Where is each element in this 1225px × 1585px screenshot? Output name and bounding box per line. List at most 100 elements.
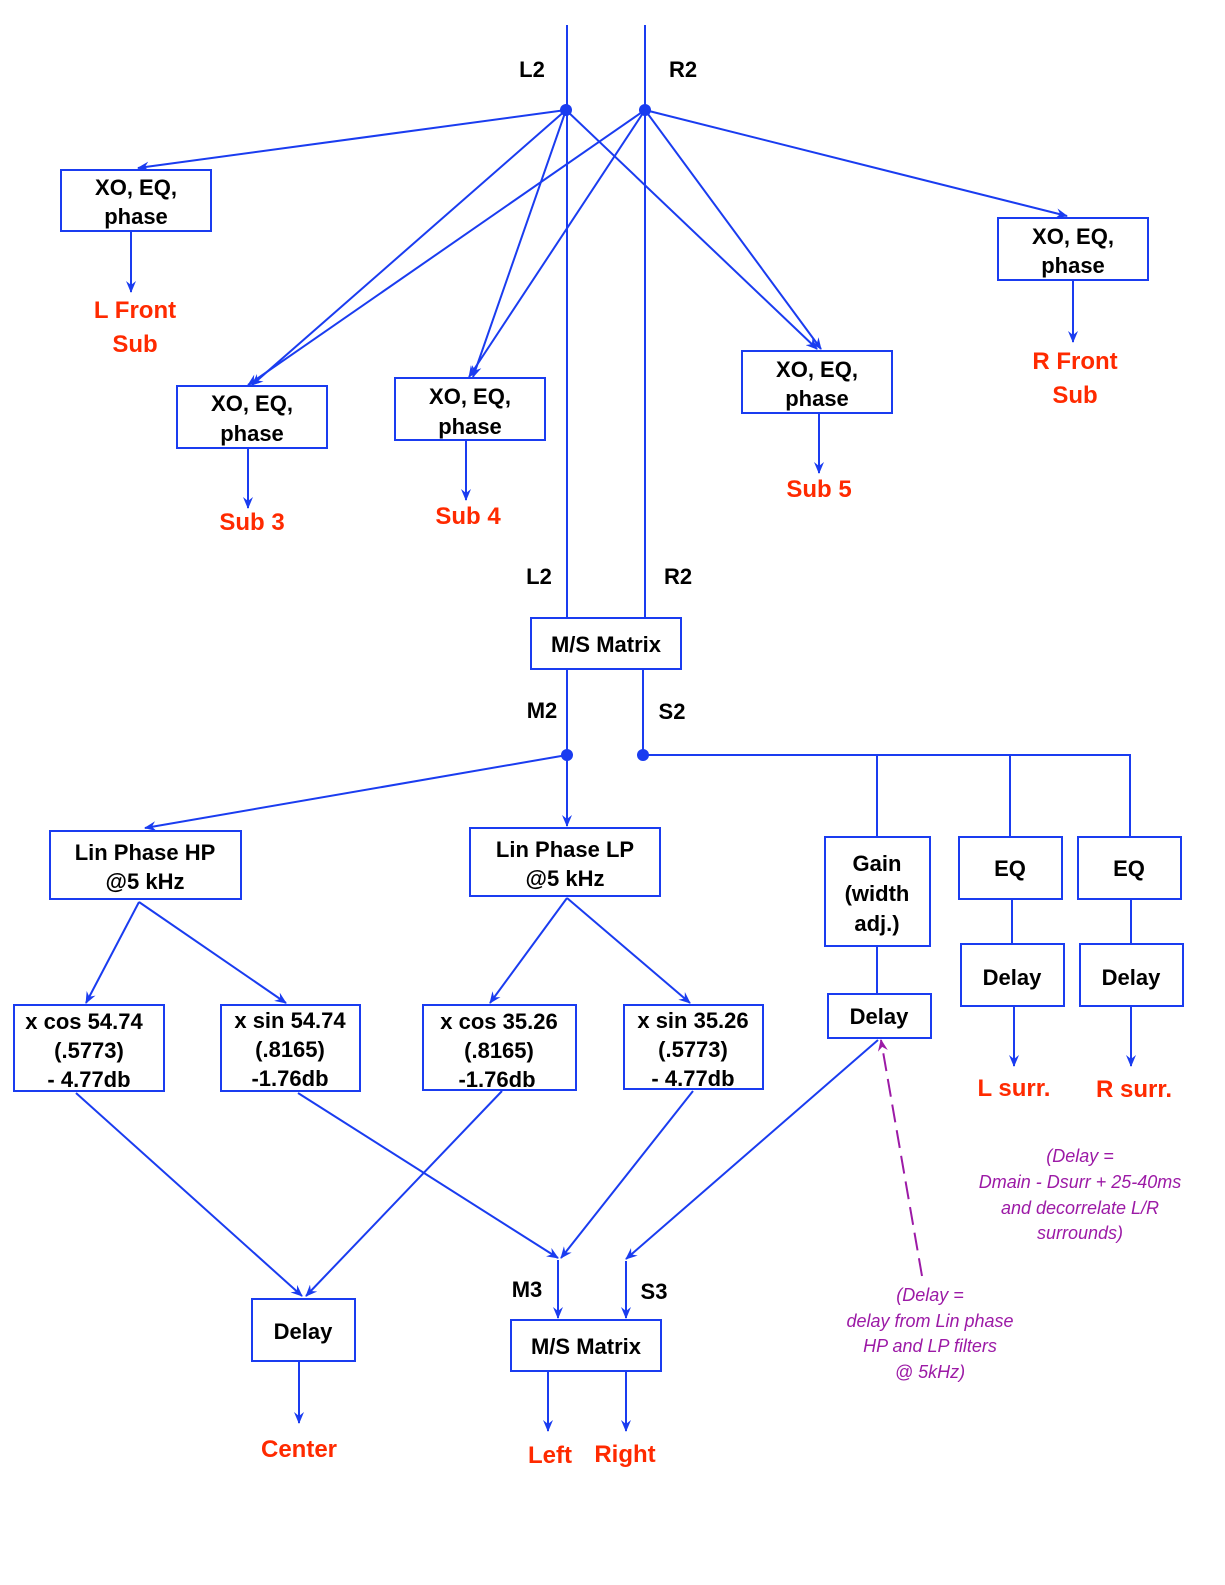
sin5474-to-m3 (297, 1092, 559, 1259)
lin-phase-hp-line-1: Lin Phase HP (75, 840, 216, 865)
s3-label: S3 (641, 1279, 668, 1304)
side-delay-block: Delay (827, 993, 932, 1039)
center-label: Center (261, 1436, 337, 1463)
surround-delay-note: (Delay = Dmain - Dsurr + 25-40ms and dec… (979, 1146, 1182, 1243)
lin-phase-lp-line-1: Lin Phase LP (496, 837, 634, 862)
s2-label: S2 (659, 699, 686, 724)
sub3-label: Sub 3 (219, 509, 284, 536)
m3-label: M3 (512, 1277, 543, 1302)
sin-3526-line-3: - 4.77db (651, 1066, 734, 1091)
eq-r-surr-block: EQ (1077, 836, 1182, 900)
lp-to-sin3526 (566, 897, 691, 1004)
eq-l-label: EQ (994, 856, 1026, 881)
cos3526-to-center (305, 1090, 503, 1297)
sub5-label: Sub 5 (786, 476, 851, 503)
cos-3526-line-1: x cos 35.26 (440, 1009, 557, 1034)
hp-to-cos5474 (85, 901, 140, 1004)
r2-top-label: R2 (669, 57, 697, 82)
sin-5474-line-2: (.8165) (255, 1037, 325, 1062)
cos-5474-line-3: - 4.77db (47, 1067, 130, 1092)
sin-3526-line-2: (.5773) (658, 1037, 728, 1062)
eq-r-label: EQ (1113, 856, 1145, 881)
xo-sub5-line-1: XO, EQ, (776, 357, 858, 382)
sin3526-to-m3 (560, 1090, 694, 1259)
cos-3526-line-3: -1.76db (458, 1067, 535, 1092)
cos-3526-block: x cos 35.26 (.8165) -1.76db (422, 1004, 577, 1092)
s2-bus (643, 754, 1131, 836)
sin-3526-line-1: x sin 35.26 (637, 1008, 748, 1033)
r2-to-sub5 (644, 109, 822, 350)
cos-5474-line-1: x cos 54.74 (25, 1009, 143, 1034)
left-label: Left (528, 1442, 572, 1469)
surround-note-line-2: Dmain - Dsurr + 25-40ms (979, 1172, 1182, 1192)
xo-eq-phase-l-front-block: XO, EQ, phase (60, 169, 212, 232)
ms-matrix-bottom-block: M/S Matrix (510, 1319, 662, 1372)
r-front-sub-label-line-1: R Front (1032, 348, 1117, 375)
gain-line-2: (width (845, 881, 910, 906)
ms-matrix-top-block: M/S Matrix (530, 617, 682, 670)
gain-line-3: adj.) (854, 911, 899, 936)
gain-line-1: Gain (853, 851, 902, 876)
surround-note-line-4: surrounds) (1037, 1223, 1123, 1243)
l-surr-label: L surr. (978, 1075, 1051, 1102)
r2-to-sub3 (247, 109, 646, 386)
sin-5474-block: x sin 54.74 (.8165) -1.76db (220, 1004, 361, 1092)
r-surr-label: R surr. (1096, 1076, 1172, 1103)
xo-r-front-line-2: phase (1041, 253, 1105, 278)
r-front-sub-label-line-2: Sub (1052, 382, 1097, 409)
cos-5474-line-2: (.5773) (54, 1038, 124, 1063)
lin-phase-lp-block: Lin Phase LP @5 kHz (469, 827, 661, 897)
lin-phase-hp-block: Lin Phase HP @5 kHz (49, 830, 242, 900)
r2-mid-label: R2 (664, 564, 692, 589)
cos-3526-line-2: (.8165) (464, 1038, 534, 1063)
center-delay-label: Delay (274, 1319, 333, 1344)
eq-l-surr-block: EQ (958, 836, 1063, 900)
side-note-line-4: @ 5kHz) (895, 1362, 965, 1382)
side-delay-to-s3 (625, 1039, 879, 1260)
xo-l-front-line-1: XO, EQ, (95, 175, 177, 200)
sub4-label: Sub 4 (435, 503, 501, 530)
xo-sub4-line-2: phase (438, 414, 502, 439)
l2-to-sub4 (471, 109, 567, 378)
m2-to-hp (144, 754, 568, 832)
sin-5474-line-3: -1.76db (251, 1066, 328, 1091)
surround-note-line-3: and decorrelate L/R (1001, 1198, 1159, 1218)
l2-to-sub5 (565, 109, 818, 350)
right-label: Right (594, 1441, 655, 1468)
ms-matrix-top-label: M/S Matrix (551, 632, 662, 657)
r2-to-r-front (644, 109, 1068, 219)
delay-r-surr-block: Delay (1079, 943, 1184, 1007)
side-note-line-2: delay from Lin phase (846, 1311, 1013, 1331)
xo-eq-phase-r-front-block: XO, EQ, phase (997, 217, 1149, 281)
l2-top-label: L2 (519, 57, 545, 82)
gain-width-adj-block: Gain (width adj.) (824, 836, 931, 947)
delay-l-surr-label: Delay (983, 965, 1042, 990)
center-delay-block: Delay (251, 1298, 356, 1362)
lp-to-cos3526 (489, 897, 568, 1004)
xo-l-front-line-2: phase (104, 204, 168, 229)
side-note-line-1: (Delay = (896, 1285, 964, 1305)
l-front-sub-label-line-1: L Front (94, 297, 176, 324)
m2-label: M2 (527, 698, 558, 723)
xo-eq-phase-sub4-block: XO, EQ, phase (394, 377, 546, 441)
l-front-sub-label-line-2: Sub (112, 331, 157, 358)
surround-note-line-1: (Delay = (1046, 1146, 1114, 1166)
side-delay-note: (Delay = delay from Lin phase HP and LP … (846, 1285, 1013, 1382)
ms-matrix-bottom-label: M/S Matrix (531, 1334, 642, 1359)
sin-3526-block: x sin 35.26 (.5773) - 4.77db (623, 1004, 764, 1091)
xo-eq-phase-sub3-block: XO, EQ, phase (176, 385, 328, 449)
cos5474-to-center (75, 1092, 303, 1297)
lin-phase-hp-line-2: @5 kHz (106, 869, 185, 894)
xo-sub3-line-2: phase (220, 421, 284, 446)
r2-to-sub4 (468, 109, 646, 378)
lin-phase-lp-line-2: @5 kHz (526, 866, 605, 891)
xo-eq-phase-sub5-block: XO, EQ, phase (741, 350, 893, 414)
cos-5474-block: x cos 54.74 (.5773) - 4.77db (13, 1004, 165, 1092)
delay-r-surr-label: Delay (1102, 965, 1161, 990)
side-note-line-3: HP and LP filters (863, 1336, 997, 1356)
xo-sub5-line-2: phase (785, 386, 849, 411)
hp-to-sin5474 (138, 901, 287, 1004)
xo-sub4-line-1: XO, EQ, (429, 384, 511, 409)
delay-l-surr-block: Delay (960, 943, 1065, 1007)
